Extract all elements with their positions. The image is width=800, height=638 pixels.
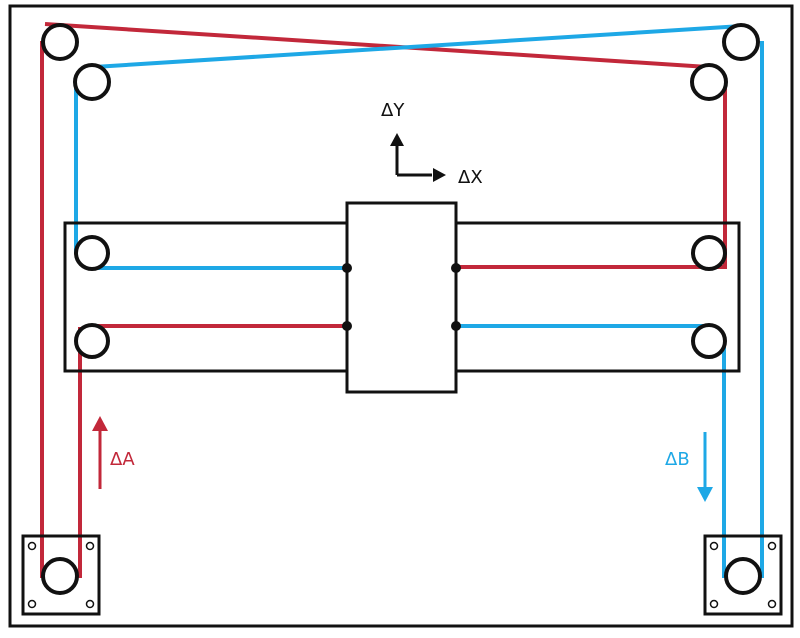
belt-clamp bbox=[342, 263, 352, 273]
arrow-down-head-blue bbox=[697, 487, 713, 502]
pulley-icon bbox=[722, 23, 760, 61]
arrow-right-head bbox=[433, 168, 446, 182]
mount-hole bbox=[709, 541, 719, 551]
motor-a-body bbox=[21, 534, 101, 616]
mount-hole bbox=[27, 599, 37, 609]
pulley-icon bbox=[73, 63, 111, 101]
pulley-icon bbox=[691, 323, 727, 359]
pulley-icon bbox=[74, 323, 110, 359]
pulley-icon bbox=[74, 235, 110, 271]
belt-clamp bbox=[451, 263, 461, 273]
motor-b-body bbox=[703, 534, 783, 616]
mount-hole bbox=[85, 541, 95, 551]
delta-x-label: ΔX bbox=[458, 167, 483, 188]
stepper-motor-icon bbox=[21, 534, 101, 616]
mount-hole bbox=[709, 599, 719, 609]
carriage bbox=[345, 201, 458, 394]
pulleys bbox=[41, 23, 760, 359]
motor-a-pulley bbox=[41, 557, 79, 595]
delta-b-label: ΔB bbox=[665, 449, 690, 470]
mount-hole bbox=[767, 541, 777, 551]
pulley-icon bbox=[691, 235, 727, 271]
arrow-up-head-red bbox=[92, 416, 108, 431]
pulley-icon bbox=[690, 63, 728, 101]
stepper-motor-icon bbox=[703, 534, 783, 616]
delta-a-label: ΔA bbox=[110, 449, 135, 470]
motor-b-pulley bbox=[724, 557, 762, 595]
delta-y-label: ΔY bbox=[381, 100, 405, 121]
pulley-icon bbox=[41, 23, 79, 61]
arrow-up-head bbox=[390, 133, 404, 146]
mount-hole bbox=[27, 541, 37, 551]
belt-clamp bbox=[451, 321, 461, 331]
belt-clamp bbox=[342, 321, 352, 331]
mount-hole bbox=[767, 599, 777, 609]
mount-hole bbox=[85, 599, 95, 609]
